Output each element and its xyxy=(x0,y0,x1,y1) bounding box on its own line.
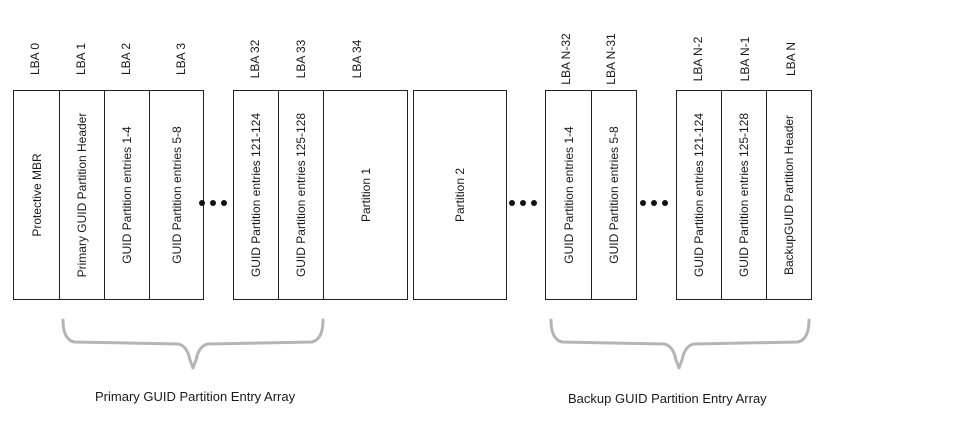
backup-entries-121-124-block: GUID Partition entries 121-124 xyxy=(677,91,722,299)
protective-mbr-block: Protective MBR xyxy=(14,91,60,299)
entries-121-124-block: GUID Partition entries 121-124 xyxy=(234,91,279,299)
lba-label-n-31: LBA N-31 xyxy=(604,33,618,85)
entries-1-4-block: GUID Partition entries 1-4 xyxy=(105,91,150,299)
ellipsis-1 xyxy=(199,196,227,210)
primary-array-brace xyxy=(61,318,325,370)
backup-entries-1-4-block: GUID Partition entries 1-4 xyxy=(546,91,592,299)
entries-125-128-block: GUID Partition entries 125-128 xyxy=(279,91,324,299)
lba-label-32: LBA 32 xyxy=(248,39,262,79)
partition-1-block: Partition 1 xyxy=(358,167,373,223)
ellipsis-3 xyxy=(640,196,668,210)
backup-start-group: GUID Partition entries 1-4 GUID Partitio… xyxy=(545,90,637,300)
entries-5-8-block: GUID Partition entries 5-8 xyxy=(169,126,184,264)
backup-entries-5-8-block: GUID Partition entries 5-8 xyxy=(607,126,621,264)
backup-header-block: BackupGUID Partition Header xyxy=(782,114,796,276)
partition-2-block: Partition 2 xyxy=(453,167,467,223)
lba-label-3: LBA 3 xyxy=(174,42,188,76)
primary-header-block: Primary GUID Partition Header xyxy=(60,91,105,299)
lba-label-2: LBA 2 xyxy=(119,42,133,76)
lba-label-n: LBA N xyxy=(784,41,798,77)
ellipsis-2 xyxy=(509,196,537,210)
partition-2-group: Partition 2 xyxy=(413,90,507,300)
primary-end-group: GUID Partition entries 121-124 GUID Part… xyxy=(233,90,408,300)
lba-label-n-32: LBA N-32 xyxy=(559,33,573,85)
backup-entries-125-128-block: GUID Partition entries 125-128 xyxy=(722,91,767,299)
backup-array-brace xyxy=(549,318,811,370)
lba-label-33: LBA 33 xyxy=(294,39,308,79)
lba-label-n-2: LBA N-2 xyxy=(691,36,705,82)
lba-label-34: LBA 34 xyxy=(350,39,364,79)
primary-start-group: Protective MBR Primary GUID Partition He… xyxy=(13,90,204,300)
lba-label-0: LBA 0 xyxy=(28,42,42,76)
lba-label-1: LBA 1 xyxy=(74,42,88,76)
lba-label-n-1: LBA N-1 xyxy=(738,36,752,82)
backup-array-label: Backup GUID Partition Entry Array xyxy=(568,391,767,406)
backup-end-group: GUID Partition entries 121-124 GUID Part… xyxy=(676,90,812,300)
primary-array-label: Primary GUID Partition Entry Array xyxy=(95,389,296,404)
